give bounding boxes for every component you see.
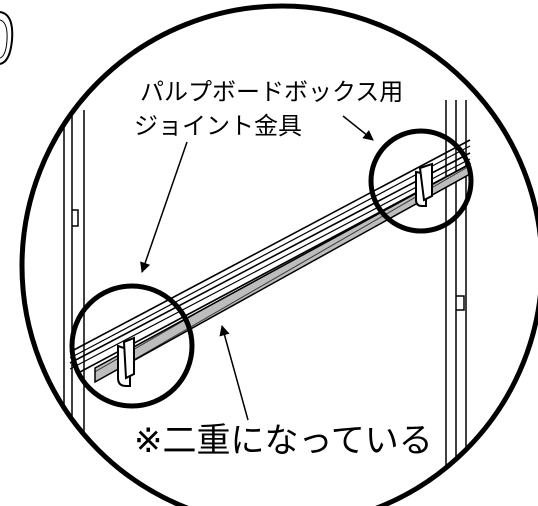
left-detail-circle-icon [69,283,195,409]
leader-arrow-right [342,115,374,141]
double-note-label: ※二重になっている [134,421,433,461]
leader-arrow-double [219,324,249,421]
leader-arrow-left [140,141,188,273]
left-joint-bracket [117,336,135,387]
joint-label-line1: パルプボードボックス用 [140,78,403,106]
joint-label-line2: ジョイント金具 [134,112,302,140]
edge-fragment [0,11,14,65]
right-joint-bracket [415,162,433,207]
magnifier-circle-icon [19,3,538,506]
right-detail-circle-icon [368,128,474,234]
left-frame-post [63,110,85,506]
